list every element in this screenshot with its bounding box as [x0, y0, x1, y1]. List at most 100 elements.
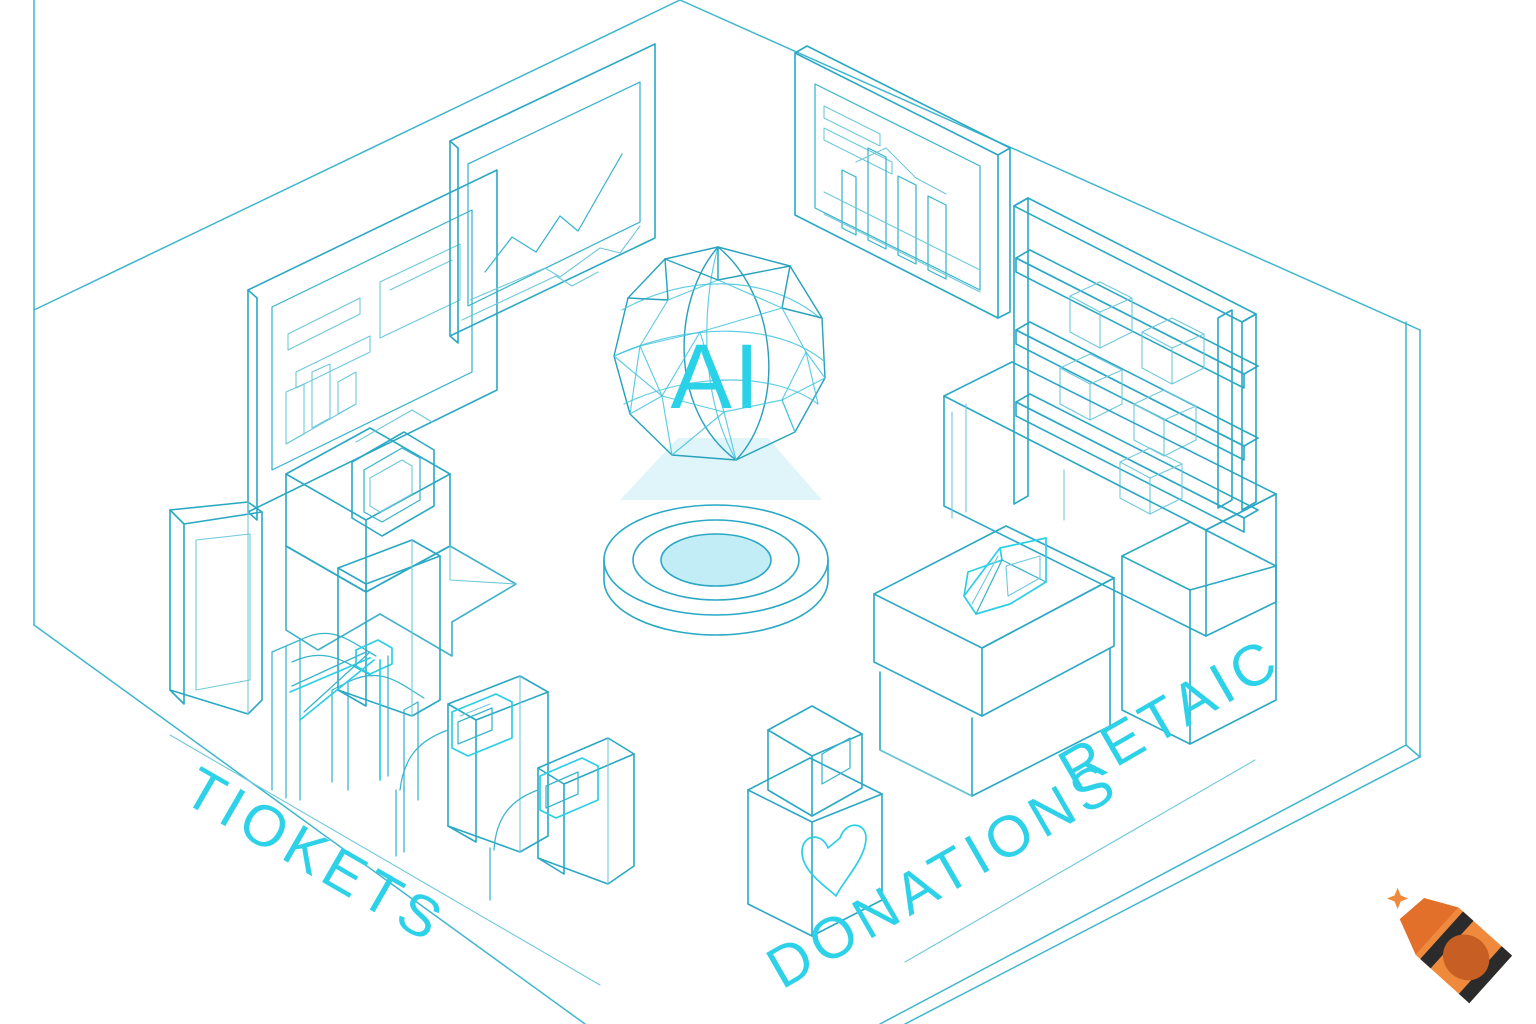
right-wall-floor-join: [879, 744, 1407, 1024]
projector-ring-mid: [632, 519, 800, 601]
dash-bar-2: [311, 363, 331, 429]
kiosk-screen-panel: [363, 447, 421, 523]
screen-bezel: [271, 209, 473, 471]
desk-base-front: [879, 749, 973, 797]
sphere-lon-1: [683, 246, 737, 461]
crayon-band: [1420, 911, 1474, 969]
screen-dashboard-left[interactable]: [247, 169, 498, 521]
turnstile-2-reader[interactable]: [451, 693, 513, 757]
sphere-facet-20: [613, 355, 663, 397]
turnstile-3[interactable]: [489, 737, 635, 901]
queue-railing: [271, 632, 425, 801]
sphere-facet-14: [723, 411, 737, 461]
floor-guide-left: [169, 734, 601, 986]
barchart-bezel: [814, 83, 981, 291]
projector-base-side: [603, 559, 829, 636]
dash-panel-line: [389, 259, 453, 291]
hologram-projector[interactable]: [603, 438, 829, 636]
turnstile-2-front-edge: [447, 719, 477, 843]
turnstile-1-arm-b2: [303, 651, 371, 713]
shelving-unit[interactable]: [1013, 197, 1259, 533]
turnstile-3-reader[interactable]: [539, 757, 599, 819]
screen-barchart[interactable]: [794, 45, 1011, 319]
sphere-facet-18: [629, 345, 641, 415]
linechart-frame-cap: [449, 140, 459, 149]
linechart-frame: [449, 43, 656, 337]
counter-side: [1205, 493, 1277, 637]
kiosk-screen-head: [351, 431, 435, 537]
projector-ring-inner: [660, 533, 772, 587]
product-box: [1119, 447, 1183, 515]
barchart-frame-top: [794, 45, 1011, 156]
sphere-facet-16: [661, 331, 701, 397]
kiosk-counter-edge: [449, 545, 517, 585]
donation-terminal[interactable]: [767, 705, 863, 817]
railing-post-3: [403, 701, 419, 801]
counter-front: [943, 395, 1207, 637]
counter-pedestal: [1121, 521, 1277, 745]
turnstile-3-top: [537, 753, 635, 785]
pos-terminal-side: [971, 555, 999, 605]
retail-counter[interactable]: [943, 361, 1277, 745]
sphere-outline: [613, 246, 826, 461]
turnstile-2[interactable]: [395, 675, 549, 857]
sphere-facet-1: [627, 258, 669, 301]
barchart-sub-row: [823, 127, 893, 175]
turnstile-1[interactable]: [289, 539, 441, 781]
shelf-board-1: [1015, 257, 1245, 389]
sphere-facet-15: [671, 411, 725, 456]
linechart-frame-thickness: [449, 147, 459, 344]
ticket-kiosk[interactable]: [285, 409, 517, 657]
railing-rail-1b: [291, 654, 373, 677]
left-wall-floor-join: [33, 624, 586, 1024]
turnstile-2-reader-screen: [457, 707, 493, 745]
product-box: [1069, 281, 1133, 349]
kiosk-cabinet[interactable]: [169, 501, 263, 715]
left-wall-top: [33, 0, 681, 311]
ai-label: AI: [671, 326, 762, 428]
desk-front: [873, 593, 983, 717]
donation-terminal-screen: [821, 737, 851, 785]
donation-box[interactable]: [747, 705, 883, 937]
sphere-facet-7: [781, 307, 826, 379]
sphere-facet-21: [781, 377, 826, 401]
counter-top: [943, 361, 1277, 531]
dash-panel: [379, 243, 461, 339]
dash-bar-3: [337, 371, 357, 415]
turnstile-3-arm: [493, 789, 539, 851]
sphere-facet-5: [667, 279, 783, 309]
sphere-facet-17: [699, 331, 725, 413]
turnstile-2-body: [447, 675, 549, 853]
crayon-label-oval: [1443, 934, 1490, 981]
counter-pedestal-top: [1121, 555, 1277, 591]
product-box: [1133, 389, 1197, 457]
projector-base-top: [603, 504, 829, 616]
sphere-facet-13: [781, 399, 796, 433]
turnstile-2-reader-line: [459, 703, 491, 717]
turnstile-1-front-edge: [337, 583, 367, 707]
railing-post-2: [331, 681, 349, 791]
screen-frame-thickness: [247, 297, 258, 521]
donation-pedestal: [747, 757, 883, 937]
barchart-baseline: [823, 191, 981, 271]
turnstile-1-arm-b: [299, 659, 375, 721]
barchart-frame-side: [997, 147, 1011, 319]
screen-linechart[interactable]: [449, 43, 656, 344]
pos-desk[interactable]: [873, 525, 1115, 797]
desk-side: [981, 577, 1115, 717]
sphere-facet-4: [781, 265, 823, 319]
turnstile-1-hub: [355, 639, 393, 675]
ai-hologram-sphere[interactable]: AI: [613, 246, 826, 461]
barchart-axis: [823, 213, 981, 293]
dash-baseline: [285, 403, 357, 445]
right-wall-edge-cap: [1405, 744, 1421, 758]
projector-glow-fill: [661, 534, 771, 586]
barchart-bar-1: [841, 169, 857, 236]
desk-top: [873, 525, 1115, 649]
turnstile-2-arm: [399, 729, 449, 791]
railing-rail-2: [347, 674, 425, 699]
shelf-board-1-top: [1015, 249, 1259, 375]
sphere-lat-1: [621, 283, 821, 319]
floor-guide-right: [904, 759, 1256, 963]
